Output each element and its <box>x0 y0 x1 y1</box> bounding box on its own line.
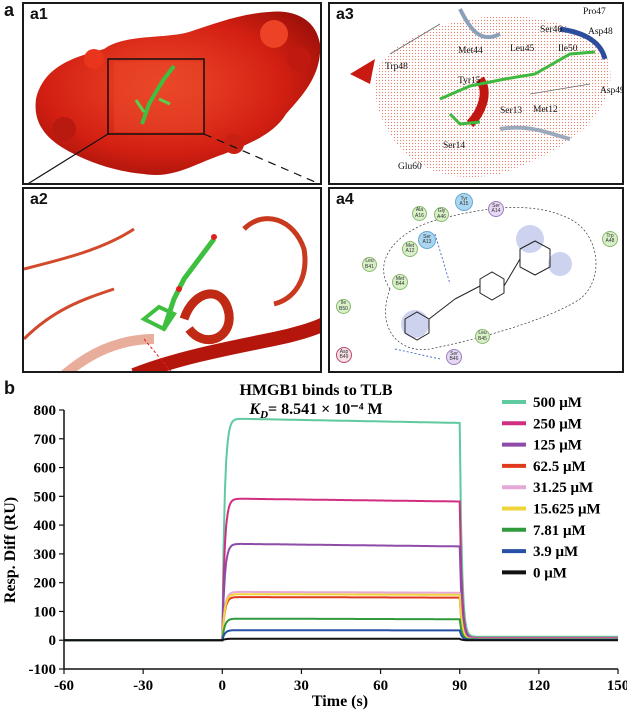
residue-label: Ser14 <box>443 141 466 151</box>
binding-pocket-image <box>350 8 611 178</box>
kd-subscript: D <box>259 409 268 421</box>
y-tick-label: -100 <box>29 662 57 678</box>
legend-label: 3.9 μM <box>533 544 578 560</box>
ribbon-structure-image <box>24 216 320 371</box>
residue-node: Ser A13 <box>418 231 436 249</box>
panel-a3-interaction-3d: a3 Pro47 Ser46 Asp48 Met44 Leu45 Ile50 T… <box>328 2 624 185</box>
x-tick-label: 150 <box>607 678 627 694</box>
residue-label: Trp48 <box>385 62 408 72</box>
residue-node: Tyr A15 <box>455 193 473 211</box>
figure-label-a: a <box>4 0 15 20</box>
legend-label: 500 μM <box>533 395 582 411</box>
x-tick-label: 30 <box>294 678 309 694</box>
panel-a2-label: a2 <box>30 191 48 208</box>
legend-label: 62.5 μM <box>533 459 586 475</box>
x-tick-label: 90 <box>452 678 467 694</box>
y-tick-label: 300 <box>34 547 57 563</box>
x-tick-label: 120 <box>528 678 551 694</box>
y-axis-label: Resp. Diff (RU) <box>2 497 19 603</box>
residue-node: Ile B50 <box>336 299 351 314</box>
legend-label: 7.81 μM <box>533 523 586 539</box>
x-axis-label: Time (s) <box>312 693 368 710</box>
series-line <box>64 593 618 642</box>
panel-a1-surface: a1 <box>22 2 322 185</box>
series-line <box>64 417 618 642</box>
panel-a4-interaction-2d: a4 Tyr A15 Ala A16 Gly A46 Ser A14 Met A… <box>328 187 624 373</box>
legend-label: 250 μM <box>533 416 582 432</box>
residue-node: Met A12 <box>402 241 418 257</box>
y-tick-label: 500 <box>34 489 57 505</box>
y-tick-label: 600 <box>34 461 57 477</box>
legend-label: 15.625 μM <box>533 502 601 518</box>
residue-label: Asp48 <box>588 27 613 37</box>
residue-node: Ala A16 <box>412 206 427 221</box>
residue-label: Ser13 <box>500 106 523 116</box>
legend-label: 0 μM <box>533 565 567 581</box>
panel-a1-label: a1 <box>30 6 48 23</box>
kd-annotation: KD= 8.541 × 10⁻⁴ M <box>248 401 382 421</box>
residue-label: Pro47 <box>583 7 606 17</box>
kd-value: = 8.541 × 10⁻⁴ M <box>268 401 383 418</box>
panel-a4-label: a4 <box>336 191 354 208</box>
residue-node: Ser A14 <box>488 201 504 217</box>
kd-symbol: K <box>248 401 261 418</box>
residue-node: Gly A46 <box>434 207 449 222</box>
residue-node: Leu B45 <box>475 329 490 344</box>
x-tick-label: 60 <box>373 678 388 694</box>
y-tick-label: 200 <box>34 576 57 592</box>
spr-chart: -100 0 100 200 300 400 500 600 700 800 -60 -30 0 30 60… <box>2 382 627 710</box>
residue-label: Met44 <box>458 46 483 56</box>
residue-node: Trp A48 <box>602 231 618 247</box>
y-tick-label: 700 <box>34 432 57 448</box>
figure-label-b: b <box>4 378 15 398</box>
x-tick-label: -30 <box>133 678 153 694</box>
x-tick-label: 0 <box>219 678 227 694</box>
residue-label: Glu60 <box>398 162 422 172</box>
residue-label: Ser46 <box>540 25 563 35</box>
residue-label: Leu45 <box>510 44 535 54</box>
residue-label: Asp49 <box>600 86 624 96</box>
residue-label: Tyr15 <box>458 76 481 86</box>
residue-node: Leu B41 <box>362 257 377 272</box>
residue-node: Met B44 <box>392 274 408 290</box>
x-tick-label: -60 <box>54 678 74 694</box>
residue-label: Met12 <box>533 105 558 115</box>
legend-label: 125 μM <box>533 438 582 454</box>
chart-title: HMGB1 binds to TLB <box>239 382 392 399</box>
y-tick-label: 0 <box>49 633 57 649</box>
residue-node: Asp B49 <box>336 347 352 363</box>
ligand-diagram <box>383 207 597 360</box>
residue-node: Ser B46 <box>446 349 462 365</box>
y-tick-label: 800 <box>34 403 57 419</box>
residue-label: Ile50 <box>558 44 578 54</box>
series-line <box>64 590 618 642</box>
series-line <box>64 637 618 642</box>
legend: 500 μM 250 μM 125 μM 62.5 μM 31.25 μM 15.625 … <box>502 395 601 581</box>
protein-surface-image <box>28 11 320 183</box>
legend-label: 31.25 μM <box>533 480 593 496</box>
panel-a3-label: a3 <box>336 6 354 23</box>
y-tick-label: 400 <box>34 518 57 534</box>
panel-a2-ribbon: a2 <box>22 187 322 373</box>
y-tick-label: 100 <box>34 604 57 620</box>
